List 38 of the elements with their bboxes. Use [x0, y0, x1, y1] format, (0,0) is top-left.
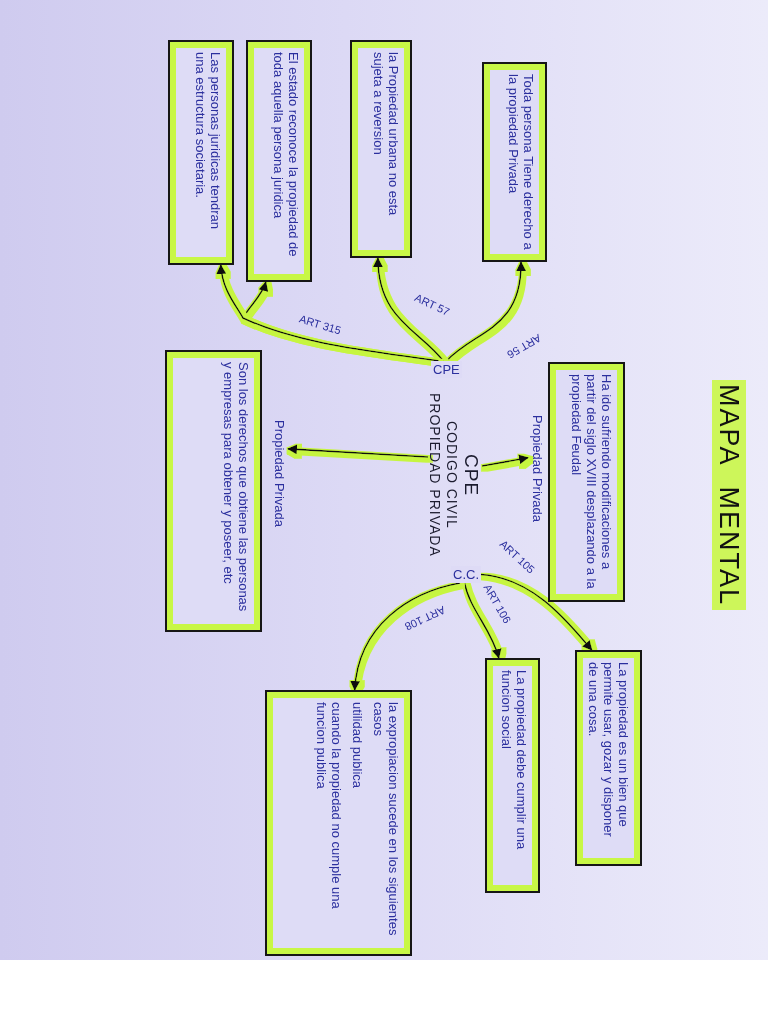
note-box — [168, 40, 234, 265]
note-box — [246, 40, 312, 282]
note-box — [485, 658, 540, 893]
edge-label: ART 315 — [297, 312, 343, 338]
note-text: Son los derechos que obtiene las personas y empresas para obtener y poseer, etc — [221, 362, 251, 614]
note-box — [265, 690, 412, 956]
edge-label: ART 56 — [504, 331, 544, 361]
edge-label: ART 57 — [412, 291, 452, 319]
topic-label: Propiedad Privada — [528, 415, 546, 522]
note-box — [482, 62, 547, 262]
note-text: Toda persona Tiene derecho a la propiedad Privada — [506, 74, 536, 250]
arrow — [373, 257, 445, 362]
arrow — [350, 582, 461, 691]
topic-text: PROPIEDAD PRIVADA — [426, 392, 443, 559]
topic-text: CODIGO CIVIL — [443, 420, 460, 531]
edge-label: ART 108 — [402, 603, 448, 633]
note-text: La propiedad es un bien que permite usar, gozar y disponer de una cosa. — [586, 662, 631, 839]
arrow — [287, 444, 429, 458]
topic-label: Propiedad Privada — [270, 420, 288, 527]
note-text: Ha ido sufriendo modificaciones a partir del siglo XVIII desplazando a la propiedad Feudal — [569, 374, 614, 590]
title: MAPA MENTAL — [712, 380, 746, 611]
note-box — [350, 40, 412, 258]
arrow — [463, 582, 502, 659]
arrow — [481, 454, 529, 467]
note-text: utilidad publica — [350, 702, 365, 790]
arrow — [445, 261, 526, 362]
note-box — [165, 350, 262, 632]
arrow — [216, 264, 440, 362]
note-box — [548, 362, 625, 602]
note-text: cuando la propiedad no cumple una funcion publica — [314, 702, 344, 911]
branch-label: C.C. — [451, 566, 481, 583]
note-text: Las personas juridicas tendran una estructura societaria. — [193, 52, 223, 232]
topic-heading: CPE — [460, 452, 482, 499]
edge-label: ART 105 — [496, 537, 538, 577]
note-box — [575, 650, 642, 866]
note-text: La propiedad debe cumplir una funcion social — [499, 670, 529, 852]
edge-label: ART 106 — [480, 582, 514, 626]
arrow — [480, 573, 593, 651]
